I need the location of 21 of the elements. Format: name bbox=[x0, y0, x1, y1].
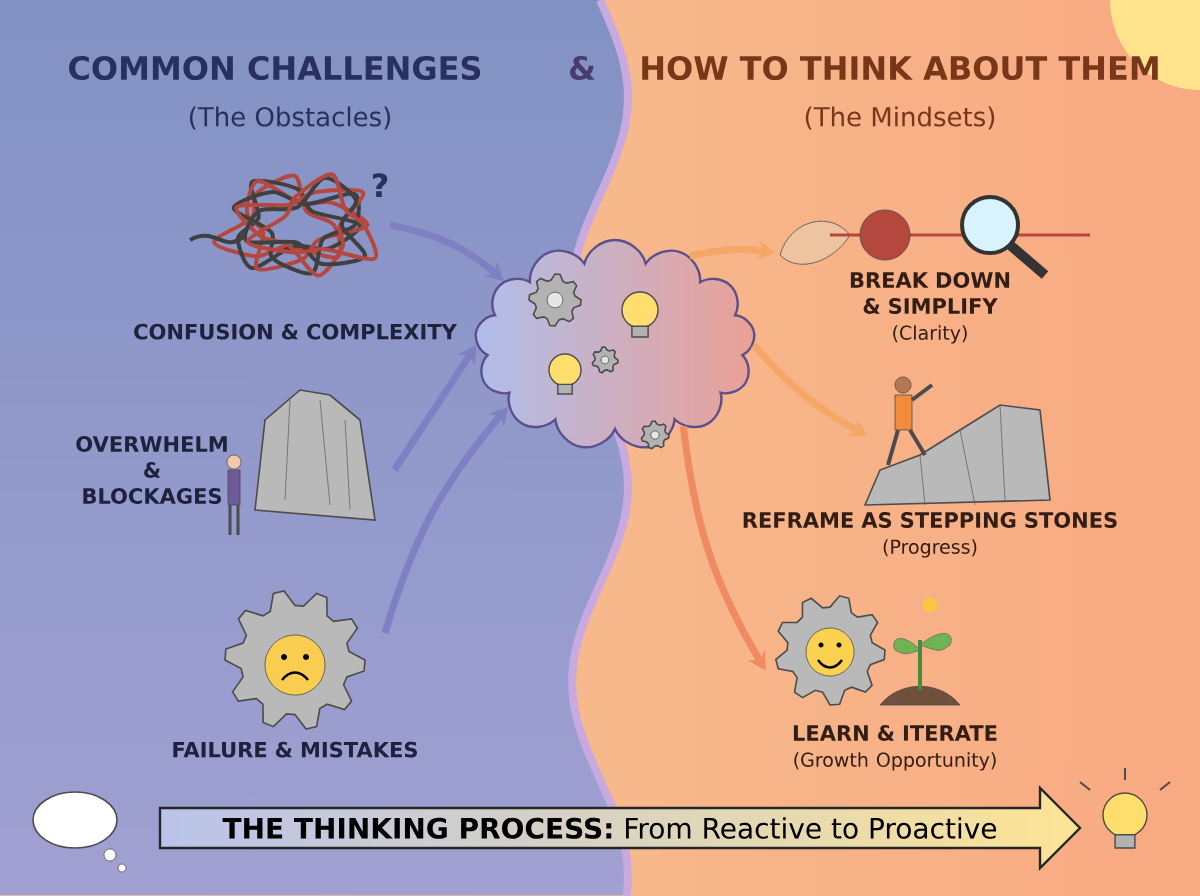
node-label: LEARN & ITERATE bbox=[793, 725, 997, 741]
mindset-illustration: BREAK DOWN & SIMPLIFY (Clarity) bbox=[779, 195, 1090, 344]
mindset-illustration: LEARN & ITERATE (Growth Opportunity) bbox=[774, 594, 997, 771]
node-label: CONFUSION & COMPLEXITY bbox=[134, 323, 458, 340]
challenge-illustration: FAILURE & MISTAKES bbox=[173, 590, 417, 758]
node-label: (Clarity) bbox=[893, 325, 967, 344]
subheading: (The Mindsets) bbox=[805, 106, 995, 130]
question-mark: ? bbox=[372, 173, 388, 197]
node-label: REFRAME AS STEPPING STONES bbox=[743, 512, 1117, 528]
mindset-illustration: REFRAME AS STEPPING STONES (Progress) bbox=[743, 376, 1117, 558]
challenge-illustration: OVERWHELM & BLOCKAGES bbox=[76, 389, 376, 537]
subheading: (The Obstacles) bbox=[189, 106, 391, 130]
node-label: (Progress) bbox=[883, 539, 977, 558]
node-label: (Growth Opportunity) bbox=[794, 752, 996, 771]
arrow bbox=[389, 221, 504, 281]
node-label: OVERWHELM & BLOCKAGES bbox=[76, 436, 227, 504]
node-label: BREAK DOWN & SIMPLIFY bbox=[850, 272, 1010, 314]
heading: COMMON CHALLENGES bbox=[69, 55, 481, 81]
node-label: FAILURE & MISTAKES bbox=[173, 741, 417, 758]
heading: HOW TO THINK ABOUT THEM bbox=[642, 55, 1158, 81]
heading: & bbox=[569, 55, 595, 81]
